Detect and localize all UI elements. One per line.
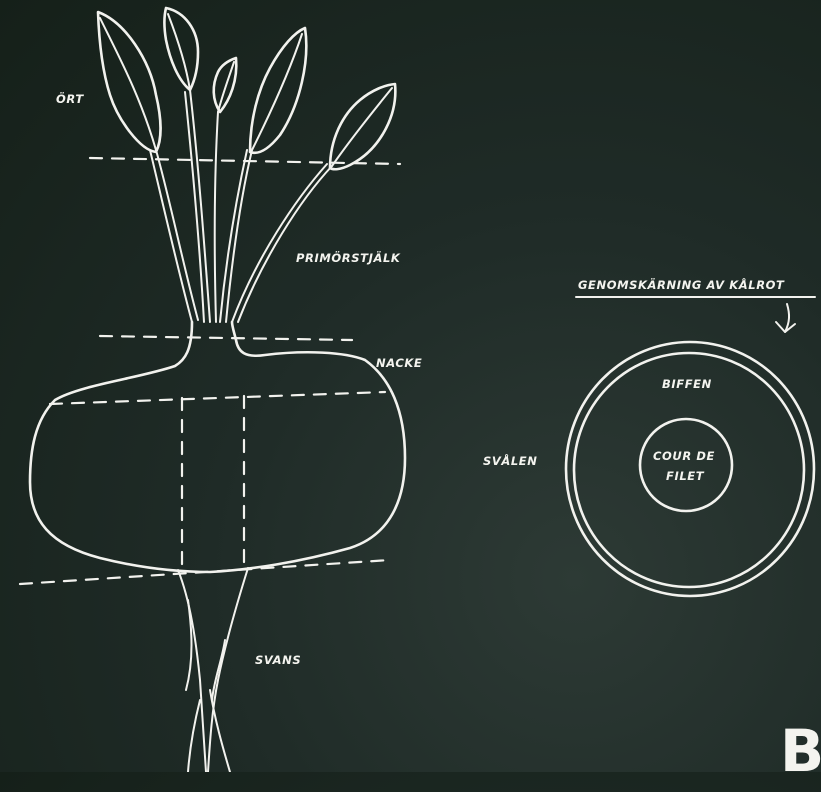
section-dividers xyxy=(20,158,400,584)
label-svans: SVANS xyxy=(255,653,301,667)
cross-section-title: GENOMSKÄRNING AV KÅLROT xyxy=(578,277,785,292)
turnip-tail xyxy=(178,568,248,772)
label-primorstjalk: PRIMÖRSTJÄLK xyxy=(296,250,401,265)
label-cour-de: COUR DE xyxy=(653,449,715,463)
label-biffen: BIFFEN xyxy=(662,377,712,391)
chalkboard-diagram: ÖRT PRIMÖRSTJÄLK NACKE SVANS GENOMSKÄRNI… xyxy=(0,0,821,772)
label-filet: FILET xyxy=(666,469,705,483)
corner-letter: B xyxy=(780,722,821,792)
turnip-leaves xyxy=(98,8,395,322)
turnip-bulb xyxy=(30,322,405,572)
label-nacke: NACKE xyxy=(376,356,422,370)
cross-section-diagram xyxy=(566,297,815,596)
label-ort: ÖRT xyxy=(56,91,84,106)
label-svalen: SVÅLEN xyxy=(483,453,538,468)
